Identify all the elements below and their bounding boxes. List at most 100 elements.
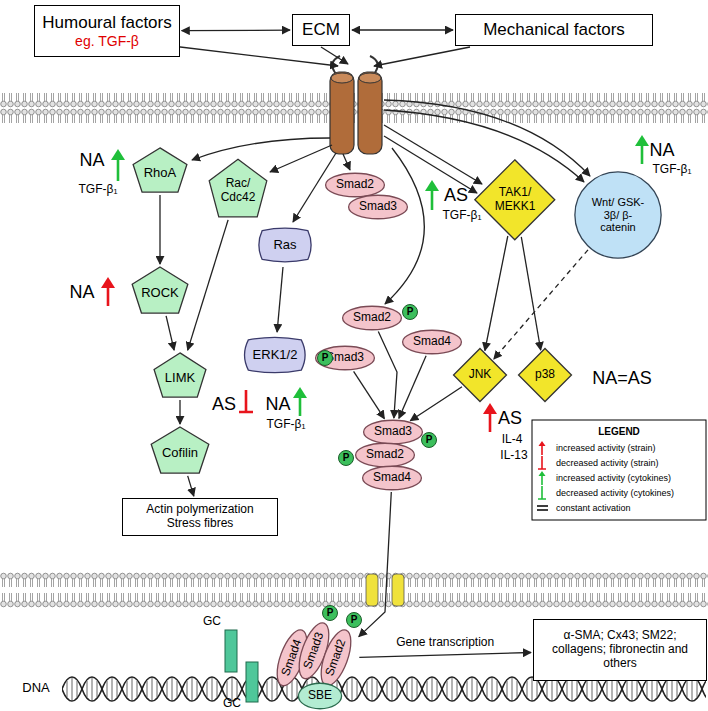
protein-blob: ERK1/2 bbox=[240, 334, 310, 376]
signal-arrow bbox=[343, 154, 350, 170]
process-box: α-SMA; Cx43; SM22; collagens; fibronecti… bbox=[533, 619, 707, 681]
node-outline bbox=[363, 466, 422, 490]
node-label: Mechanical factors bbox=[483, 20, 625, 40]
phospho-marker: P bbox=[317, 350, 333, 366]
node-outline bbox=[151, 427, 209, 473]
connector-arrow bbox=[359, 492, 392, 637]
signal-arrow bbox=[385, 148, 424, 304]
node-outline bbox=[154, 353, 206, 397]
kinase-pentagon: ROCK bbox=[131, 266, 189, 314]
activity-arrow bbox=[489, 412, 492, 432]
node-label: Smad4 bbox=[373, 471, 411, 485]
node-label: Rac/ Cdc42 bbox=[218, 177, 258, 205]
connector-arrow bbox=[410, 387, 462, 421]
receptor bbox=[330, 56, 382, 154]
node-outline bbox=[575, 172, 661, 258]
node-label: ERK1/2 bbox=[253, 348, 298, 363]
annotation-label: GC bbox=[223, 697, 241, 711]
annotation-label: IL-4 bbox=[502, 433, 523, 447]
activity-arrow bbox=[293, 387, 307, 398]
phospho-marker: P bbox=[346, 612, 362, 628]
legend-box bbox=[538, 456, 546, 469]
connector-arrow bbox=[399, 356, 426, 419]
kinase-diamond: p38 bbox=[518, 348, 572, 402]
node-label: Ras bbox=[273, 238, 296, 253]
signal-arrow bbox=[172, 46, 590, 304]
activity-arrow bbox=[425, 180, 439, 191]
kinase-pentagon: Cofilin bbox=[150, 426, 210, 474]
connector-arrow bbox=[354, 371, 385, 418]
connector-arrow bbox=[521, 237, 540, 350]
node-label: α-SMA; Cx43; SM22; collagens; fibronecti… bbox=[541, 629, 699, 670]
legend-text: constant activation bbox=[556, 503, 631, 513]
connector-arrow bbox=[179, 400, 180, 424]
nuclear-pore bbox=[366, 574, 378, 606]
activity-arrow bbox=[101, 135, 649, 432]
annotation-label: TGF-β₁ bbox=[267, 418, 306, 432]
kinase-pentagon: RhoA bbox=[132, 147, 188, 193]
annotation-label: IL-13 bbox=[500, 449, 527, 463]
node-label: ROCK bbox=[141, 286, 179, 301]
node-outline bbox=[356, 443, 415, 467]
process-box: ECM bbox=[292, 14, 350, 46]
annotation-label: TGF-β₁ bbox=[79, 183, 118, 197]
node-outline bbox=[315, 626, 357, 689]
node-outline bbox=[245, 337, 306, 372]
connector-arrow bbox=[277, 267, 283, 332]
gc-box bbox=[225, 630, 258, 702]
connector-arrow bbox=[182, 29, 290, 31]
connector-arrow bbox=[166, 316, 174, 350]
connector-arrow bbox=[188, 476, 194, 496]
annotation-label: NA=AS bbox=[592, 368, 652, 389]
connector-arrow bbox=[378, 332, 397, 418]
annotation-label: DNA bbox=[22, 681, 49, 696]
node-label: Actin polymerization Stress fibres bbox=[130, 503, 270, 531]
activity-arrow bbox=[641, 144, 644, 164]
activity-arrow bbox=[111, 149, 125, 160]
kinase-pentagon: Rac/ Cdc42 bbox=[208, 158, 268, 218]
protein-ellipse: Smad2 bbox=[325, 173, 385, 197]
node-outline bbox=[475, 160, 555, 240]
annotation-label: AS bbox=[498, 408, 522, 429]
receptor bbox=[359, 73, 381, 83]
node-outline bbox=[259, 228, 311, 262]
signal-arrow bbox=[321, 47, 348, 64]
legend-box bbox=[537, 506, 548, 510]
protein-ellipse: Smad3 bbox=[348, 195, 408, 219]
kinase-pentagon: LIMK bbox=[153, 352, 207, 398]
protein-ellipse: Smad3 bbox=[363, 420, 423, 444]
legend-box bbox=[541, 445, 543, 455]
process-box: Mechanical factors bbox=[455, 14, 653, 46]
gc-box bbox=[246, 662, 258, 702]
phospho-marker: P bbox=[421, 432, 437, 448]
protein-ellipse: SBE bbox=[298, 683, 342, 709]
signal-arrow bbox=[384, 125, 482, 184]
receptor bbox=[358, 72, 382, 154]
pathway-circle: Wnt/ GSK-3β/ β-catenin bbox=[574, 171, 662, 259]
connector-arrow bbox=[159, 195, 160, 264]
connector-arrow bbox=[352, 29, 453, 30]
phospho-marker: P bbox=[338, 450, 354, 466]
activity-arrow bbox=[299, 396, 302, 416]
legend-box bbox=[539, 471, 546, 476]
annotation-label: NA bbox=[265, 394, 290, 415]
protein-ellipse: Smad4 bbox=[362, 466, 422, 490]
node-label: p38 bbox=[535, 368, 555, 382]
phospho-marker: P bbox=[322, 605, 338, 621]
cell-membrane bbox=[0, 572, 708, 608]
connector-arrow bbox=[188, 220, 228, 350]
node-outline bbox=[209, 159, 267, 217]
protein-ellipse: Smad4 bbox=[402, 330, 462, 354]
legend-box bbox=[539, 441, 546, 446]
gc-box bbox=[225, 630, 237, 672]
legend-box bbox=[532, 420, 706, 520]
signal-arrow bbox=[374, 47, 470, 66]
node-label: Smad2 bbox=[336, 178, 374, 192]
node-label: Wnt/ GSK-3β/ β-catenin bbox=[589, 196, 647, 234]
node-label: Humoural factors bbox=[42, 13, 171, 33]
phospho-marker: P bbox=[402, 304, 418, 320]
node-label: Smad2 bbox=[366, 448, 404, 462]
node-label: Cofilin bbox=[162, 446, 198, 461]
legend-box bbox=[538, 486, 546, 499]
activity-arrow bbox=[483, 403, 497, 414]
